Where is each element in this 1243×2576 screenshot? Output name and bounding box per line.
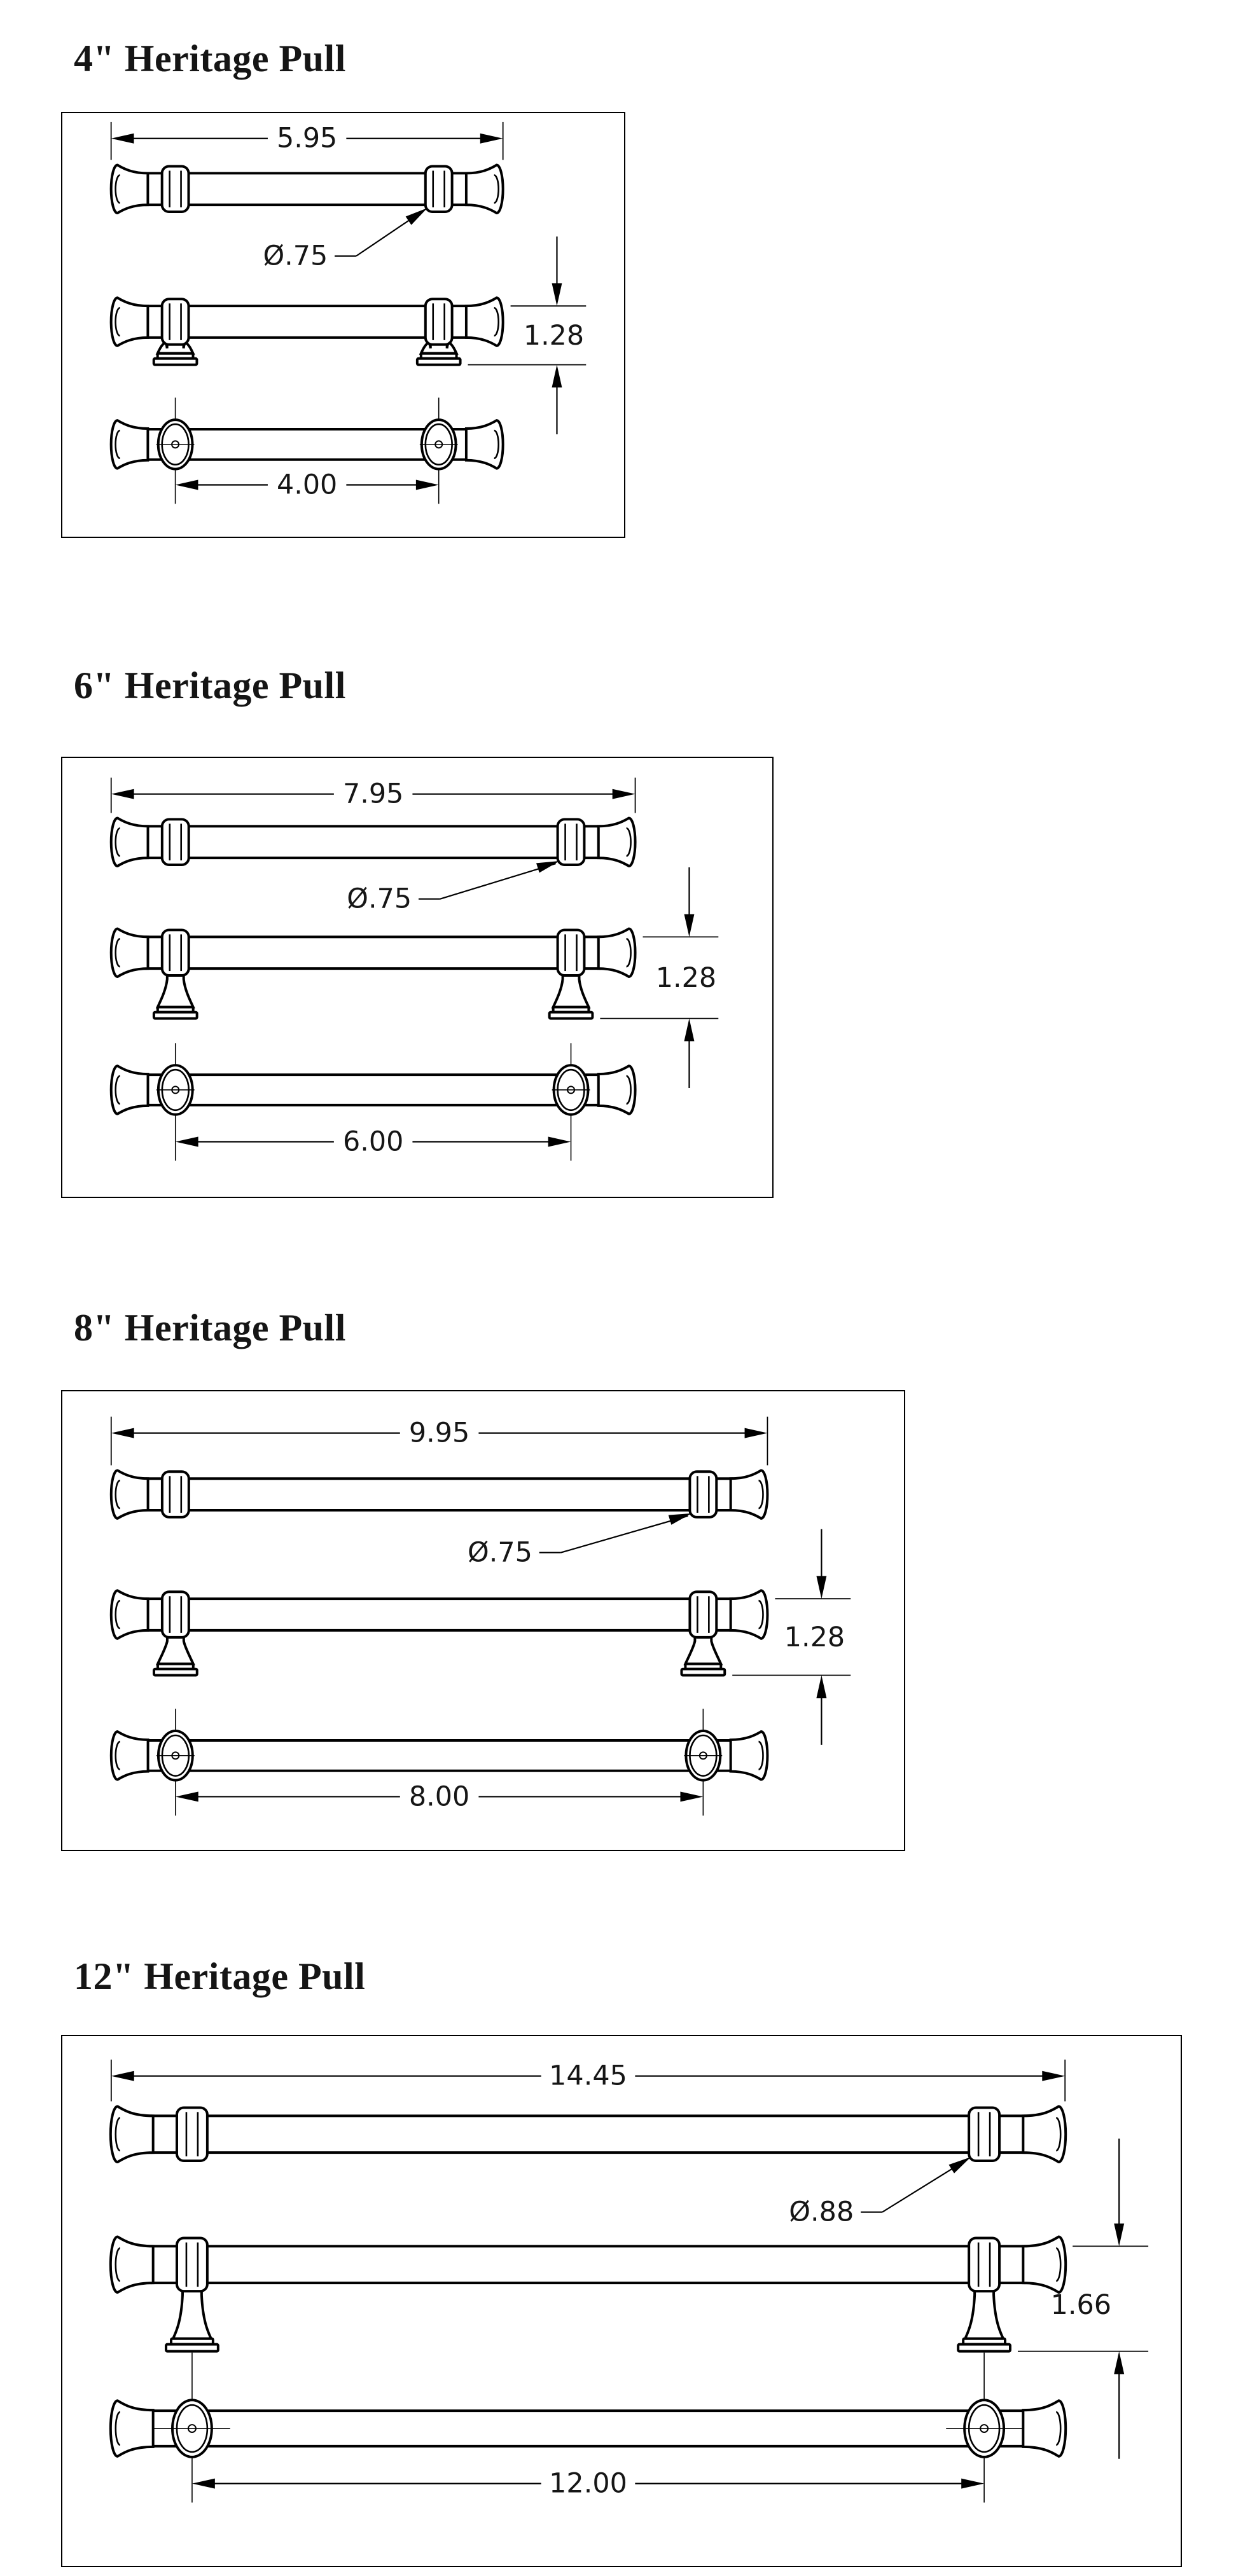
technical-drawing-8in: 9.95Ø.75 1.28 8.00 [109, 1416, 851, 1816]
diameter-dim-label: Ø.88 [789, 2196, 854, 2228]
diameter-dim-label: Ø.75 [468, 1537, 532, 1569]
overall-length-dim-label: 9.95 [409, 1417, 469, 1449]
height-dim-label: 1.66 [1051, 2289, 1111, 2321]
center-to-center-dim-label: 4.00 [277, 469, 337, 501]
section-title-6in: 6" Heritage Pull [74, 665, 346, 706]
technical-drawing-12in: 14.45Ø.88 1.66 12.00 [109, 2059, 1149, 2503]
overall-length-dim-label: 5.95 [277, 123, 337, 155]
height-dim-label: 1.28 [784, 1622, 845, 1653]
center-to-center-dim-label: 8.00 [409, 1780, 469, 1812]
technical-drawing-4in: 5.95Ø.75 1.28 4.00 [109, 121, 587, 504]
height-dim-label: 1.28 [656, 962, 716, 994]
overall-length-dim-label: 7.95 [343, 778, 403, 810]
center-to-center-dim-label: 12.00 [549, 2468, 627, 2500]
section-title-12in: 12" Heritage Pull [74, 1955, 366, 1997]
diameter-dim-label: Ø.75 [347, 883, 412, 915]
section-title-8in: 8" Heritage Pull [74, 1307, 346, 1349]
section-title-4in: 4" Heritage Pull [74, 38, 346, 79]
height-dim-label: 1.28 [524, 320, 584, 352]
technical-drawing-6in: 7.95Ø.75 1.28 6.00 [109, 777, 719, 1161]
diameter-dim-label: Ø.75 [263, 240, 328, 272]
center-to-center-dim-label: 6.00 [343, 1126, 403, 1158]
overall-length-dim-label: 14.45 [549, 2060, 627, 2092]
